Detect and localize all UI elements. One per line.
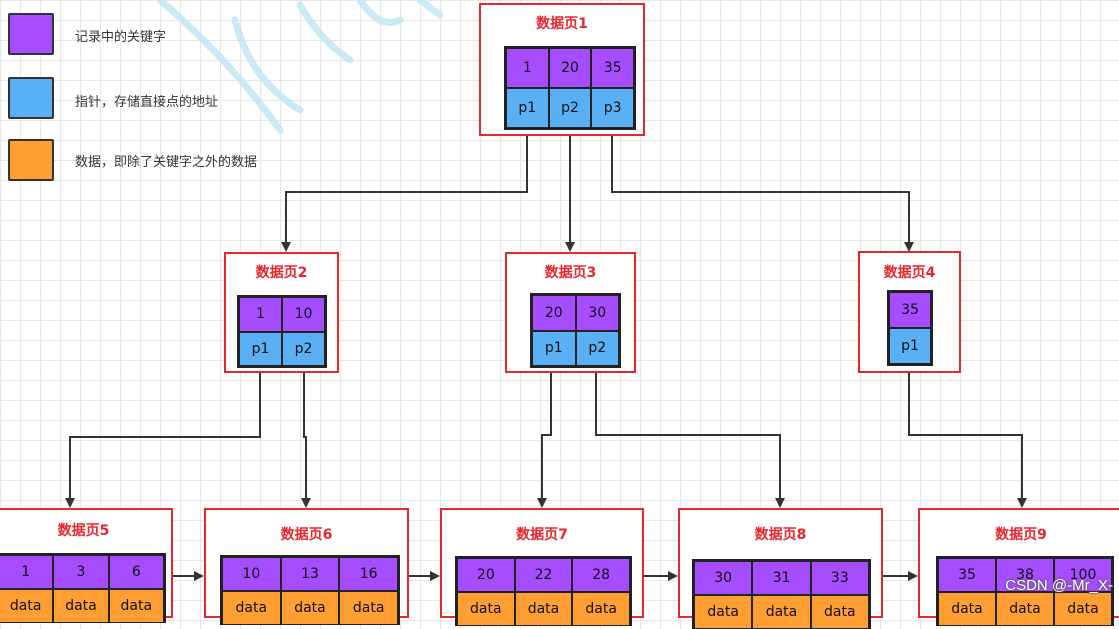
page-title: 数据页1 (536, 16, 588, 32)
data-cell: data (280, 591, 340, 625)
edge-p1-to-page2 (281, 127, 528, 252)
legend-key-label: 记录中的关键字 (75, 30, 167, 45)
data-cell: data (53, 589, 109, 623)
data-cell: data (1054, 592, 1112, 626)
key-cell: 35 (591, 48, 634, 88)
legend-data-label: 数据，即除了关键字之外的数据 (75, 155, 258, 170)
key-cell: 13 (280, 557, 340, 591)
data-page-1: 数据页1 1 20 35 p1 p2 p3 (479, 3, 645, 136)
key-cell: 100 (1054, 558, 1112, 592)
pointer-cell: p1 (239, 331, 282, 366)
edge-page2-p2-to-page6 (301, 366, 311, 508)
key-cell: 1 (0, 555, 54, 589)
page-title: 数据页7 (516, 527, 568, 543)
key-cell: 31 (752, 561, 811, 595)
key-cell: 33 (810, 561, 869, 595)
pointer-cell: p1 (889, 328, 931, 364)
key-cell: 1 (506, 48, 549, 88)
key-cell: 10 (222, 557, 281, 591)
pointer-cell: p2 (282, 331, 325, 366)
pointer-cell: p1 (532, 330, 576, 366)
background-watermark-strokes (156, 0, 444, 134)
data-page-3: 数据页3 20 30 p1 p2 (505, 252, 636, 373)
page-title: 数据页8 (754, 527, 807, 543)
key-cell: 38 (996, 558, 1054, 592)
edge-page4-p1-to-page9 (908, 366, 1027, 508)
pointer-cell: p3 (591, 88, 634, 128)
node-grid: 20 30 p1 p2 (530, 293, 621, 368)
page-title: 数据页2 (255, 265, 308, 281)
key-cell: 10 (282, 297, 325, 332)
node-grid: 35 p1 (887, 290, 933, 366)
key-cell: 35 (938, 558, 996, 592)
key-cell: 22 (514, 558, 573, 592)
legend-pointer-swatch (8, 77, 54, 119)
data-page-4: 数据页4 35 p1 (858, 251, 961, 373)
edge-page3-p1-to-page7 (537, 366, 552, 508)
data-cell: data (514, 592, 573, 626)
csdn-watermark: CSDN @-Mr_X- (1005, 577, 1113, 594)
data-cell: data (752, 595, 811, 629)
pointer-cell: p2 (548, 88, 592, 128)
legend-key-swatch (8, 13, 54, 55)
legend-pointer-label: 指针，存储直接点的地址 (75, 95, 219, 110)
node-grid: 1 20 35 p1 p2 p3 (504, 46, 636, 130)
legend-data-swatch (8, 139, 54, 181)
node-grid: 20 22 28 data data data (455, 556, 632, 626)
node-grid: 1 10 p1 p2 (237, 295, 327, 368)
edge-p3-to-page4 (611, 127, 914, 252)
data-cell: data (339, 591, 398, 625)
data-cell: data (0, 589, 54, 623)
key-cell: 6 (108, 555, 164, 589)
page-title: 数据页9 (995, 527, 1047, 543)
data-cell: data (457, 592, 515, 626)
key-cell: 16 (339, 557, 398, 591)
data-cell: data (222, 591, 281, 625)
data-cell: data (938, 592, 996, 626)
pointer-cell: p1 (506, 88, 549, 128)
data-page-2: 数据页2 1 10 p1 p2 (224, 252, 339, 373)
key-cell: 1 (239, 297, 282, 332)
data-cell: data (572, 592, 630, 626)
page-title: 数据页4 (883, 265, 936, 281)
key-cell: 20 (532, 295, 576, 331)
key-cell: 35 (889, 292, 931, 328)
key-cell: 30 (575, 295, 619, 331)
edge-page3-p2-to-page8 (595, 366, 785, 508)
page-title: 数据页6 (280, 527, 333, 543)
data-cell: data (694, 595, 753, 629)
edge-page2-p1-to-page5 (65, 366, 261, 508)
key-cell: 28 (572, 558, 630, 592)
key-cell: 3 (53, 555, 109, 589)
key-cell: 30 (694, 561, 753, 595)
tree-connectors (65, 127, 1027, 581)
node-grid: 1 3 6 data data data (0, 553, 166, 623)
page-title: 数据页3 (544, 265, 597, 281)
page-title: 数据页5 (57, 523, 110, 539)
data-cell: data (108, 589, 164, 623)
node-grid: 30 31 33 data data data (692, 559, 871, 629)
key-cell: 20 (457, 558, 515, 592)
data-cell: data (996, 592, 1054, 626)
pointer-cell: p2 (575, 330, 619, 366)
data-cell: data (810, 595, 869, 629)
node-grid: 10 13 16 data data data (220, 555, 400, 625)
key-cell: 20 (548, 48, 592, 88)
